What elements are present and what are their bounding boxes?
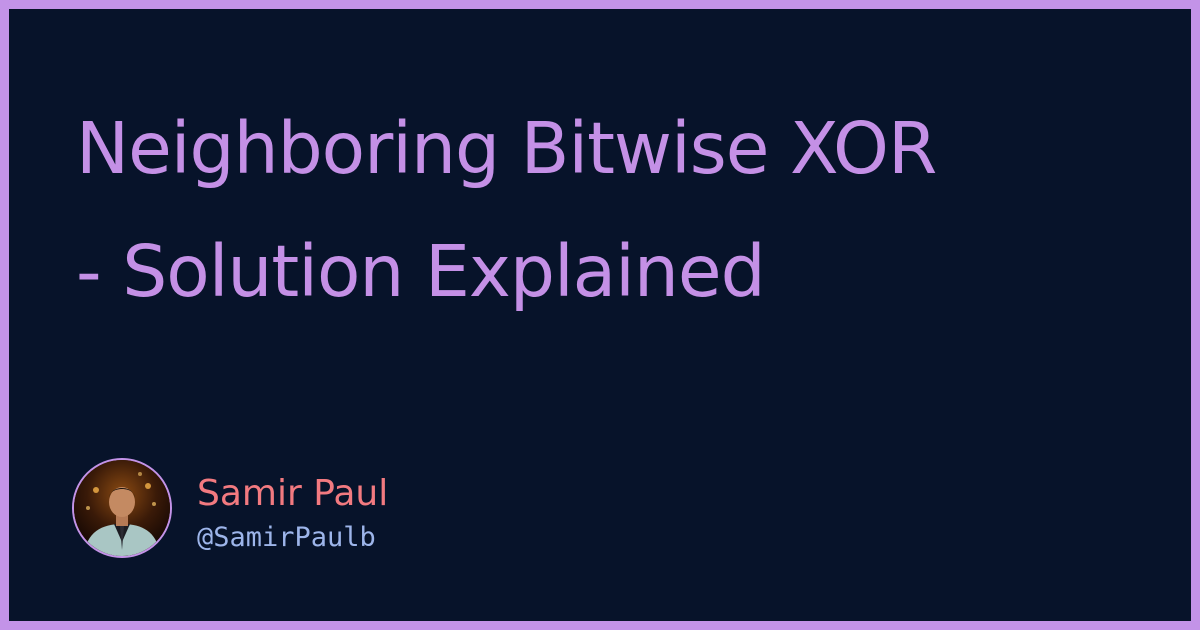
author-avatar — [72, 458, 172, 558]
title-line-2: - Solution Explained — [76, 230, 766, 313]
og-card: Neighboring Bitwise XOR - Solution Expla… — [9, 9, 1191, 621]
title-line-1: Neighboring Bitwise XOR — [76, 107, 937, 190]
author-handle: @SamirPaulb — [197, 522, 376, 553]
person-photo-icon — [74, 460, 170, 556]
author-name: Samir Paul — [197, 473, 389, 514]
article-title: Neighboring Bitwise XOR - Solution Expla… — [76, 87, 1176, 333]
